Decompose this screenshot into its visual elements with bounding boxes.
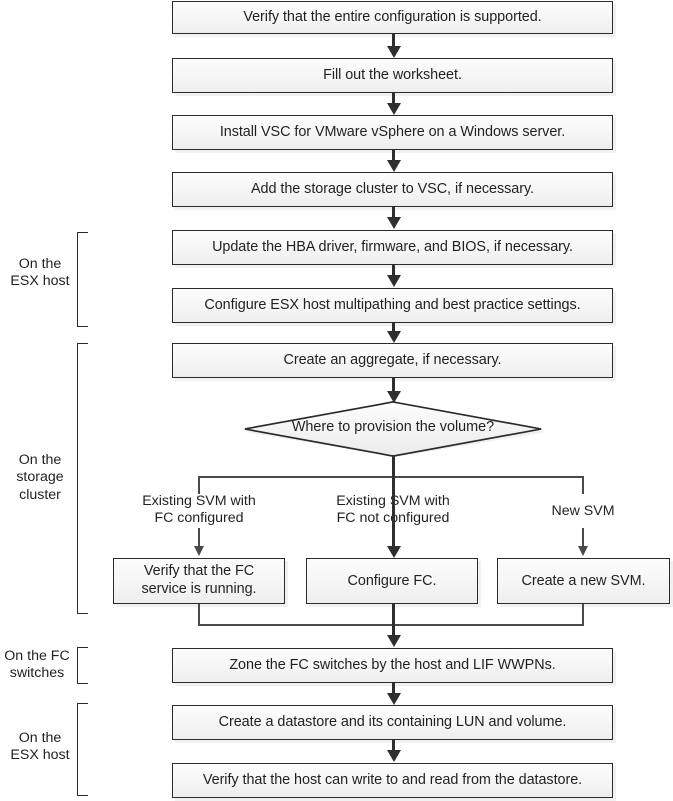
connector-branch-right-stub bbox=[582, 476, 585, 494]
branch-box-create-new-svm[interactable]: Create a new SVM. bbox=[497, 558, 670, 604]
arrowhead-zone-fc-to-create-datastore bbox=[386, 693, 401, 705]
arrowhead-worksheet-to-install-vsc bbox=[386, 103, 401, 115]
connector-decision-split-bar bbox=[199, 476, 584, 479]
arrowhead-create-aggregate-to-decision bbox=[386, 391, 401, 403]
phase-label-storage-cluster: On the storage cluster bbox=[6, 452, 74, 504]
phase-label-esx-host-bottom: On the ESX host bbox=[6, 730, 74, 765]
connector-create-aggregate-to-decision bbox=[392, 378, 395, 392]
arrowhead-center-branch bbox=[386, 546, 401, 558]
phase-label-line1: On the bbox=[18, 730, 62, 746]
arrowhead-left-branch bbox=[193, 546, 204, 556]
branch-caption-line1: Existing SVM with bbox=[142, 493, 256, 509]
connector-merge-right-stub bbox=[582, 604, 585, 626]
branch-caption-line2: FC configured bbox=[154, 510, 244, 527]
step-box-create-datastore[interactable]: Create a datastore and its containing LU… bbox=[172, 705, 613, 740]
phase-label-esx-host-top: On the ESX host bbox=[6, 256, 74, 291]
connector-zone-fc-to-create-datastore bbox=[392, 683, 395, 694]
phase-label-line2: ESX host bbox=[10, 273, 70, 290]
step-box-create-aggregate[interactable]: Create an aggregate, if necessary. bbox=[172, 343, 613, 378]
phase-label-line2: storage bbox=[16, 469, 64, 486]
step-box-zone-fc-switches[interactable]: Zone the FC switches by the host and LIF… bbox=[172, 648, 613, 683]
branch-caption-new-svm: New SVM bbox=[525, 503, 641, 520]
connector-center-caption-to-box bbox=[392, 476, 395, 548]
phase-label-line1: On the FC bbox=[4, 648, 70, 664]
branch-caption-existing-svm-fc-configured: Existing SVM with FC configured bbox=[120, 493, 278, 527]
arrowhead-create-datastore-to-verify bbox=[386, 750, 401, 762]
phase-label-line1: On the bbox=[18, 452, 62, 468]
connector-update-hba-to-configure-esx bbox=[392, 265, 395, 276]
step-box-update-hba[interactable]: Update the HBA driver, firmware, and BIO… bbox=[172, 230, 613, 265]
phase-label-line3: cluster bbox=[19, 486, 61, 503]
branch-box-line1: Verify that the FC bbox=[143, 563, 255, 580]
connector-left-caption-to-box bbox=[198, 528, 201, 548]
branch-caption-line1: New SVM bbox=[551, 503, 615, 519]
step-box-configure-esx[interactable]: Configure ESX host multipathing and best… bbox=[172, 288, 613, 323]
connector-install-vsc-to-add-cluster bbox=[392, 150, 395, 161]
phase-label-line2: switches bbox=[9, 665, 65, 682]
arrowhead-add-cluster-to-update-hba bbox=[386, 217, 401, 229]
bracket-esx-host-top bbox=[77, 232, 88, 327]
phase-label-line2: ESX host bbox=[10, 747, 70, 764]
connector-merge-bar bbox=[198, 624, 584, 627]
decision-diamond-where-provision[interactable]: Where to provision the volume? bbox=[242, 401, 544, 457]
connector-decision-split-stem bbox=[392, 455, 395, 477]
bracket-esx-host-bottom bbox=[77, 703, 88, 796]
arrowhead-install-vsc-to-add-cluster bbox=[386, 160, 401, 172]
connector-verify-to-worksheet bbox=[392, 34, 395, 48]
step-box-verify-datastore[interactable]: Verify that the host can write to and re… bbox=[172, 763, 613, 798]
step-box-fill-worksheet[interactable]: Fill out the worksheet. bbox=[172, 58, 613, 93]
connector-create-datastore-to-verify bbox=[392, 740, 395, 751]
arrowhead-merge-to-zone-fc bbox=[386, 635, 401, 647]
branch-box-line2: service is running. bbox=[141, 581, 257, 597]
arrowhead-right-branch bbox=[577, 546, 588, 556]
arrowhead-configure-esx-to-create-aggregate bbox=[386, 331, 401, 343]
connector-right-caption-to-box bbox=[582, 528, 585, 548]
connector-branch-left-stub bbox=[198, 476, 201, 494]
branch-box-verify-fc-service[interactable]: Verify that the FC service is running. bbox=[113, 558, 285, 604]
branch-box-configure-fc[interactable]: Configure FC. bbox=[306, 558, 478, 604]
connector-worksheet-to-install-vsc bbox=[392, 93, 395, 104]
step-box-add-cluster[interactable]: Add the storage cluster to VSC, if neces… bbox=[172, 172, 613, 207]
step-box-verify-config[interactable]: Verify that the entire configuration is … bbox=[172, 1, 613, 34]
connector-add-cluster-to-update-hba bbox=[392, 207, 395, 218]
connector-merge-center-stem bbox=[392, 604, 395, 637]
bracket-fc-switches bbox=[77, 647, 88, 684]
arrowhead-update-hba-to-configure-esx bbox=[386, 275, 401, 287]
phase-label-fc-switches: On the FC switches bbox=[0, 648, 74, 683]
decision-diamond-shape bbox=[244, 401, 544, 457]
arrowhead-verify-to-worksheet bbox=[386, 46, 401, 58]
connector-merge-left-stub bbox=[198, 604, 201, 626]
step-box-install-vsc[interactable]: Install VSC for VMware vSphere on a Wind… bbox=[172, 115, 613, 150]
connector-configure-esx-to-create-aggregate bbox=[392, 323, 395, 332]
bracket-storage-cluster bbox=[77, 343, 88, 614]
phase-label-line1: On the bbox=[18, 256, 62, 272]
